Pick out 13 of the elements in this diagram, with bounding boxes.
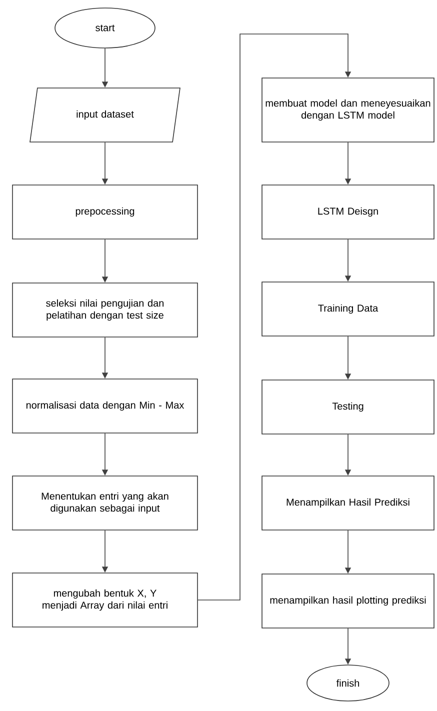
input-parallelogram: input dataset xyxy=(30,88,180,142)
process-box: Menentukan entri yang akan digunakan sebagai input xyxy=(12,476,198,530)
process-box: normalisasi data dengan Min - Max xyxy=(12,378,198,434)
process-box: Testing xyxy=(262,380,434,434)
process-box: Menampilkan Hasil Prediksi xyxy=(262,476,434,530)
process-box: menampilkan hasil plotting prediksi xyxy=(262,574,434,628)
process-box: LSTM Deisgn xyxy=(262,184,434,240)
process-box: Training Data xyxy=(262,282,434,336)
process-box: mengubah bentuk X, Y menjadi Array dari nilai entri xyxy=(12,572,198,628)
process-box: membuat model dan meneyesuaikan dengan LSTM model xyxy=(262,78,434,142)
arrow xyxy=(198,34,352,600)
process-box: prepocessing xyxy=(12,184,198,240)
process-box: seleksi nilai pengujian dan pelatihan dengan test size xyxy=(12,282,198,338)
